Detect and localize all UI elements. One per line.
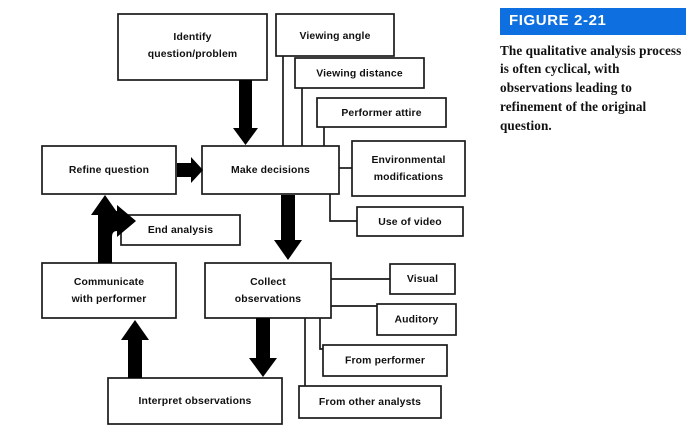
- node-visual-label: Visual: [407, 274, 438, 285]
- node-collect-observations-label-1: Collect: [250, 277, 286, 288]
- node-identify-question[interactable]: Identify question/problem: [117, 13, 268, 81]
- node-make-decisions-box: [201, 145, 340, 195]
- node-auditory[interactable]: Auditory: [376, 303, 457, 336]
- node-communicate-with-performer-label-2: with performer: [71, 294, 147, 305]
- node-from-other-analysts-box: [298, 385, 442, 419]
- node-performer-attire-label: Performer attire: [341, 108, 421, 119]
- node-from-performer[interactable]: From performer: [322, 344, 448, 377]
- flowchart-diagram: Identify question/problem Viewing angle …: [41, 13, 466, 425]
- arrow-refine-to-make-decisions: [177, 157, 203, 183]
- node-performer-attire-box: [316, 97, 447, 128]
- node-visual-box: [389, 263, 456, 295]
- node-end-analysis-label: End analysis: [148, 225, 213, 236]
- node-viewing-angle-box: [275, 13, 395, 57]
- node-make-decisions-label: Make decisions: [231, 165, 310, 176]
- node-interpret-observations[interactable]: Interpret observations: [107, 377, 283, 425]
- node-communicate-with-performer-box: [41, 262, 177, 319]
- node-refine-question-label: Refine question: [69, 165, 149, 176]
- node-identify-question-box: [117, 13, 268, 81]
- node-auditory-label: Auditory: [395, 314, 439, 325]
- node-use-of-video-label: Use of video: [378, 217, 442, 228]
- node-environmental-modifications-box: [351, 140, 466, 197]
- node-auditory-box: [376, 303, 457, 336]
- figure-number-bar: FIGURE 2-21: [500, 8, 686, 35]
- node-interpret-observations-label: Interpret observations: [138, 396, 251, 407]
- node-make-decisions[interactable]: Make decisions: [201, 145, 340, 195]
- node-collect-observations[interactable]: Collect observations: [204, 262, 332, 319]
- arrow-identify-to-make-decisions: [233, 80, 258, 145]
- arrow-make-decisions-to-collect: [274, 195, 302, 260]
- node-identify-question-label-1: Identify: [173, 32, 211, 43]
- node-viewing-distance[interactable]: Viewing distance: [294, 57, 425, 89]
- node-viewing-distance-label: Viewing distance: [316, 68, 403, 79]
- node-end-analysis-box: [120, 214, 241, 246]
- node-collect-observations-box: [204, 262, 332, 319]
- node-from-performer-box: [322, 344, 448, 377]
- node-from-other-analysts-label: From other analysts: [319, 397, 421, 408]
- node-collect-observations-label-2: observations: [235, 294, 302, 305]
- arrow-interpret-to-communicate: [121, 320, 149, 378]
- node-interpret-observations-box: [107, 377, 283, 425]
- connector-use-of-video: [329, 194, 357, 222]
- node-performer-attire[interactable]: Performer attire: [316, 97, 447, 128]
- node-environmental-modifications-label-1: Environmental: [371, 155, 445, 166]
- node-from-performer-label: From performer: [345, 355, 425, 366]
- arrow-communicate-to-refine-question: [91, 195, 119, 263]
- node-use-of-video-box: [356, 206, 464, 237]
- node-viewing-angle[interactable]: Viewing angle: [275, 13, 395, 57]
- node-refine-question-box: [41, 145, 177, 195]
- node-viewing-angle-label: Viewing angle: [299, 31, 370, 42]
- node-refine-question[interactable]: Refine question: [41, 145, 177, 195]
- figure-caption-panel: FIGURE 2-21 The qualitative analysis pro…: [500, 8, 686, 135]
- node-communicate-with-performer[interactable]: Communicate with performer: [41, 262, 177, 319]
- arrow-collect-to-interpret: [249, 318, 277, 377]
- node-from-other-analysts[interactable]: From other analysts: [298, 385, 442, 419]
- figure-caption-text: The qualitative analysis process is ofte…: [500, 42, 682, 133]
- node-environmental-modifications[interactable]: Environmental modifications: [351, 140, 466, 197]
- node-identify-question-label-2: question/problem: [148, 49, 238, 60]
- node-environmental-modifications-label-2: modifications: [374, 172, 444, 183]
- node-use-of-video[interactable]: Use of video: [356, 206, 464, 237]
- node-visual[interactable]: Visual: [389, 263, 456, 295]
- node-viewing-distance-box: [294, 57, 425, 89]
- node-communicate-with-performer-label-1: Communicate: [74, 277, 144, 288]
- node-end-analysis[interactable]: End analysis: [120, 214, 241, 246]
